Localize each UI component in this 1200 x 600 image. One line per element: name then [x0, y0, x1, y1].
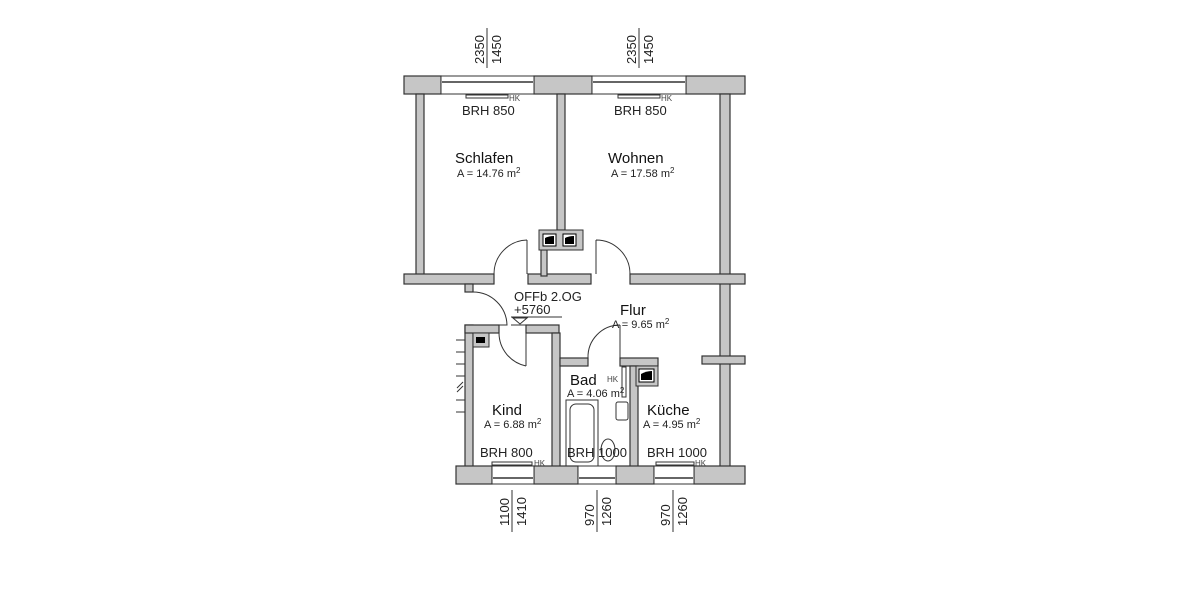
room-area-bad: A = 4.06 m2 [567, 386, 625, 400]
wall-stub-right [701, 355, 746, 365]
toilet [600, 438, 616, 462]
room-area-wohnen: A = 17.58 m2 [611, 166, 675, 180]
svg-text:1260: 1260 [675, 497, 690, 526]
wall-bottom-2 [533, 465, 579, 485]
stair-marks [456, 339, 465, 413]
svg-text:2350: 2350 [472, 35, 487, 64]
wall-bottom-1 [455, 465, 493, 485]
wall-left-upper [415, 93, 425, 277]
radiator-wohnen [617, 94, 661, 99]
door-schlafen [493, 239, 528, 275]
doors [472, 239, 631, 367]
room-name-kind: Kind [492, 402, 522, 419]
window-dimension-bottom-bad: 970 1260 [582, 490, 614, 532]
flue-icon [641, 371, 652, 380]
svg-text:2350: 2350 [624, 35, 639, 64]
wall-stub-left [464, 283, 474, 293]
wall-kueche-top [619, 357, 659, 367]
level-line1: OFFb 2.OG [514, 289, 582, 304]
room-labels: BRH 850 BRH 850 Schlafen A = 14.76 m2 Wo… [455, 103, 707, 460]
level-marker: OFFb 2.OG +5760 [511, 289, 582, 326]
room-area-kueche: A = 4.95 m2 [643, 417, 701, 431]
window-kueche [653, 465, 695, 485]
room-name-flur: Flur [620, 302, 646, 319]
svg-text:970: 970 [658, 504, 673, 526]
level-line2: +5760 [514, 302, 551, 317]
hk-label-schlafen: HK [509, 94, 521, 103]
room-area-schlafen: A = 14.76 m2 [457, 166, 521, 180]
brh-kueche: BRH 1000 [647, 445, 707, 460]
wall-kind-top-right [525, 324, 560, 334]
window-dimension-bottom-kind: 1100 1410 [497, 490, 529, 532]
hk-label-kind: HK [534, 459, 546, 468]
room-area-flur: A = 9.65 m2 [612, 317, 670, 331]
window-kind [491, 465, 535, 485]
wall-kind-right [551, 332, 561, 469]
wall-bottom-4 [693, 465, 746, 485]
radiator-kueche [655, 461, 695, 466]
door-wohnen [595, 239, 631, 275]
chimneys [472, 229, 659, 387]
level-triangle-icon [511, 317, 529, 325]
hk-label-wohnen: HK [661, 94, 673, 103]
flue-icon [545, 236, 554, 244]
room-name-wohnen: Wohnen [608, 150, 664, 167]
door-bad [587, 324, 621, 359]
radiator-kind [491, 461, 533, 466]
window-dimension-top-right: 2350 1450 [624, 28, 656, 68]
wall-top-middle [533, 75, 593, 95]
bathtub-inner [569, 403, 595, 463]
wall-kind-left [464, 324, 474, 469]
wall-mid-left [403, 273, 495, 285]
hk-label-kueche: HK [695, 459, 707, 468]
wall-bad-top [559, 357, 589, 367]
bathroom-fixtures [565, 399, 629, 467]
room-name-bad: Bad [570, 372, 597, 389]
svg-text:1450: 1450 [489, 35, 504, 64]
walls [403, 75, 746, 485]
svg-text:1410: 1410 [514, 497, 529, 526]
wall-bottom-3 [615, 465, 655, 485]
wall-top-left [403, 75, 442, 95]
washbasin [615, 401, 629, 421]
wall-mid-right [629, 273, 746, 285]
window-wohnen [591, 75, 687, 95]
wall-kind-top-left [464, 324, 500, 334]
bathtub [565, 399, 599, 467]
flue-icon [565, 236, 574, 244]
svg-text:1450: 1450 [641, 35, 656, 64]
svg-text:1100: 1100 [497, 498, 512, 526]
room-name-schlafen: Schlafen [455, 150, 513, 167]
brh-wohnen: BRH 850 [614, 103, 667, 118]
radiator-schlafen [465, 94, 509, 99]
door-kind [498, 332, 527, 367]
wall-chimney-stem [540, 249, 548, 277]
room-area-kind: A = 6.88 m2 [484, 417, 542, 431]
window-dimension-bottom-kueche: 970 1260 [658, 490, 690, 532]
wall-middle-upper [556, 93, 566, 231]
door-entry [472, 291, 508, 326]
hk-label-bad: HK [607, 375, 619, 384]
svg-text:970: 970 [582, 504, 597, 526]
window-dimension-top-left: 2350 1450 [472, 28, 504, 68]
wall-top-right [685, 75, 746, 95]
window-schlafen [440, 75, 535, 95]
windows [440, 75, 695, 485]
svg-text:1260: 1260 [599, 497, 614, 526]
brh-kind: BRH 800 [480, 445, 533, 460]
window-bad [577, 465, 617, 485]
radiator-bad [621, 366, 627, 398]
room-name-kueche: Küche [647, 402, 690, 419]
radiators: HK HK HK HK HK [465, 94, 707, 468]
wall-mid-center [527, 273, 592, 285]
brh-bad: BRH 1000 [567, 445, 627, 460]
brh-schlafen: BRH 850 [462, 103, 515, 118]
